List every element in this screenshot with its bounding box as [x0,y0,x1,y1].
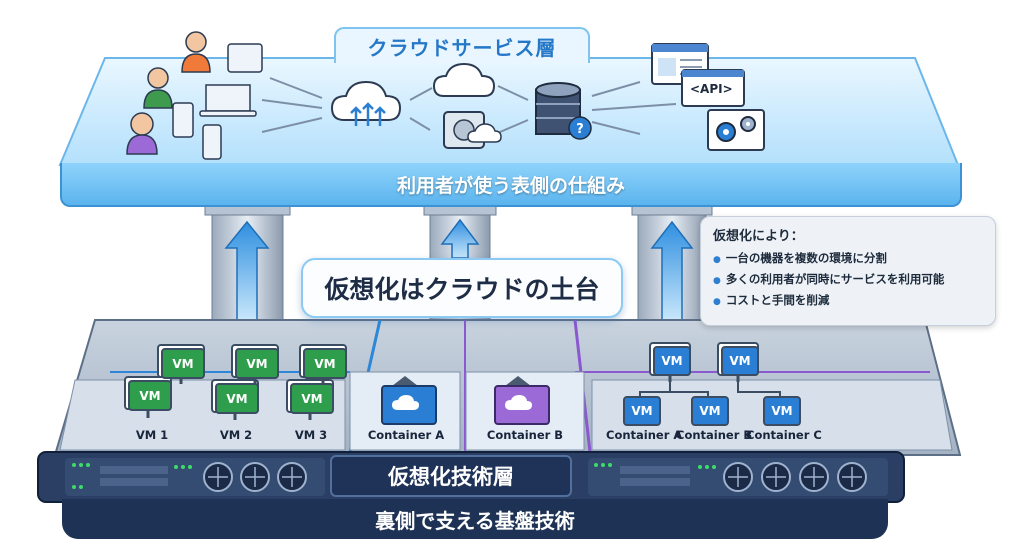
container-vm-badge: VM [691,396,729,426]
api-window-icon [681,69,745,107]
container-crate-b [494,376,550,425]
virtualization-technology-layer-title: 仮想化技術層 [330,455,572,497]
upload-cloud-icon [330,80,402,126]
callout-item: 一台の機器を複数の環境に分割 [713,250,983,266]
pillar-right [631,204,713,336]
callout-title: 仮想化により： [713,229,804,244]
vm-2-label: VM 2 [219,428,253,442]
container-vm-badge: VM [763,396,801,426]
cloud-service-layer-title: クラウドサービス層 [334,27,590,63]
vm-badge: VM [303,348,347,379]
vm-badge: VM [161,348,205,379]
cloud-service-layer-subtitle: 利用者が使う表側の仕組み [60,163,962,207]
foundation-label: 仮想化はクラウドの土台 [301,258,623,318]
vm-badge: VM [290,383,334,414]
svg-text:?: ? [576,122,584,137]
right-container-b-label: Container B [676,428,753,442]
container-crate-a [381,376,437,425]
database-icon: ? [535,82,592,140]
container-a-label: Container A [367,428,445,442]
vm-badge: VM [215,383,259,414]
container-vm-badge: VM [623,396,661,426]
api-label: <API> [690,82,733,96]
callout-item: コストと手間を削減 [713,292,983,308]
pillar-left [204,204,291,336]
right-container-c-label: Container C [746,428,822,442]
container-b-label: Container B [486,428,564,442]
gears-icon [707,109,765,151]
hard-drive-icon [443,111,502,149]
flow-arrows [261,77,677,135]
vm-3-label: VM 3 [294,428,328,442]
user-icons [126,31,211,155]
infrastructure-base-label: 裏側で支える基盤技術 [62,499,888,539]
vm-badge: VM [235,348,279,379]
vm-badge: VM [128,380,172,411]
vm-badge: VM [721,346,759,376]
right-container-a-label: Container A [606,428,683,442]
device-icons [172,43,263,160]
cloud-platform [58,57,960,166]
callout-item: 多くの利用者が同時にサービスを利用可能 [713,271,983,287]
vm-badge: VM [653,346,691,376]
callout-list: 一台の機器を複数の環境に分割 多くの利用者が同時にサービスを利用可能 コストと手… [713,250,983,308]
vm-1-label: VM 1 [135,428,169,442]
cloud-icon [432,62,496,97]
virtualization-benefits-callout: 仮想化により： 一台の機器を複数の環境に分割 多くの利用者が同時にサービスを利用… [700,216,996,326]
